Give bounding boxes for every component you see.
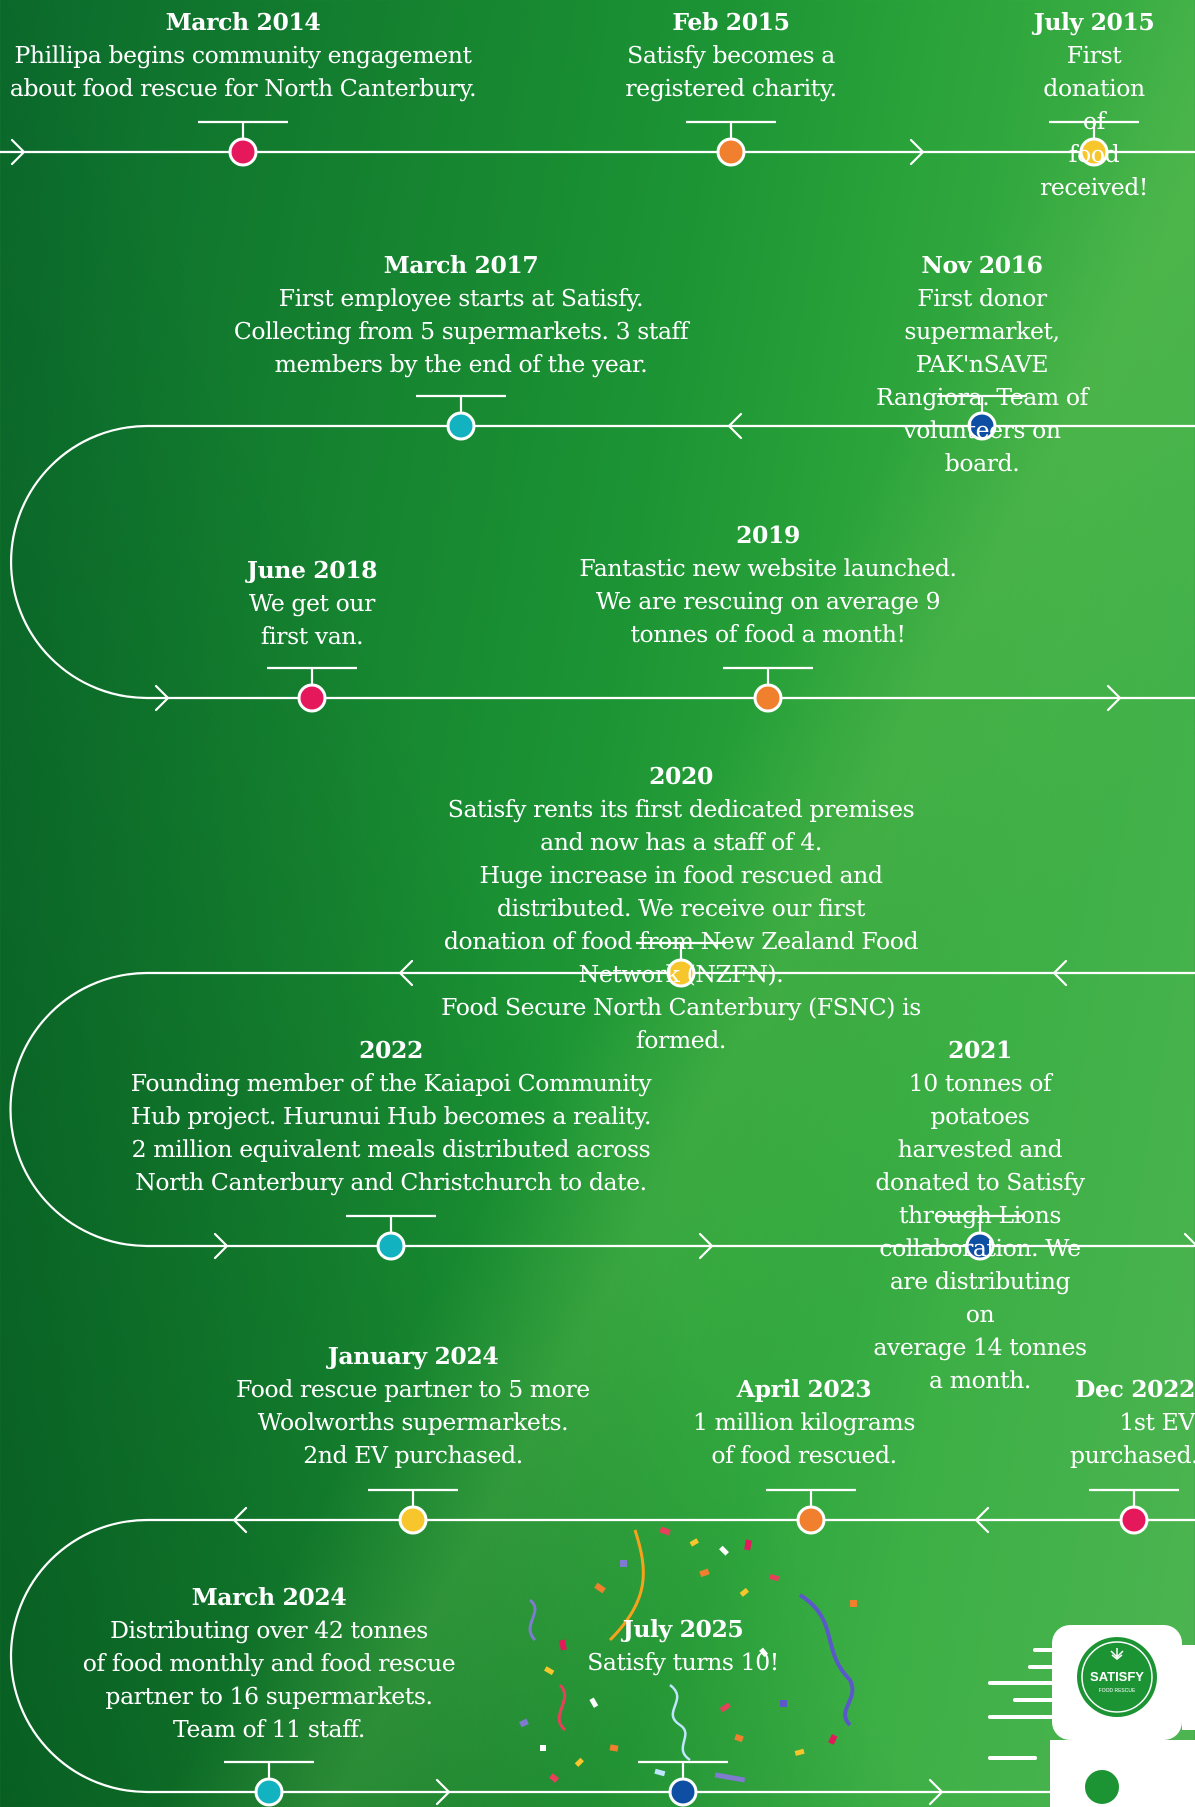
event-feb-2015: Feb 2015 Satisfy becomes a registered ch… — [625, 6, 837, 105]
event-july-2025: July 2025 Satisfy turns 10! — [587, 1613, 779, 1679]
event-2021: 2021 10 tonnes of potatoes harvested and… — [873, 1034, 1088, 1397]
event-description: Satisfy becomes a registered charity. — [625, 41, 837, 102]
event-description: Food rescue partner to 5 more Woolworths… — [236, 1375, 590, 1469]
event-july-2015: July 2015 First donation of food receive… — [1034, 6, 1155, 204]
event-january-2024: January 2024 Food rescue partner to 5 mo… — [236, 1340, 590, 1472]
event-dot — [716, 137, 746, 167]
event-dot — [965, 1231, 995, 1261]
event-marker — [937, 394, 1027, 441]
event-marker — [267, 666, 357, 713]
event-dot — [228, 137, 258, 167]
event-marker — [224, 1760, 314, 1807]
satisfy-logo — [1077, 1637, 1157, 1717]
event-marker — [766, 1488, 856, 1535]
timeline-line-row-6-7 — [9, 1518, 1195, 1794]
event-description: 10 tonnes of potatoes harvested and dona… — [873, 1069, 1087, 1394]
event-2022: 2022 Founding member of the Kaiapoi Comm… — [131, 1034, 652, 1199]
event-description: Satisfy rents its first dedicated premis… — [441, 795, 921, 1054]
event-dot — [753, 683, 783, 713]
event-marker — [416, 394, 506, 441]
event-marker — [723, 666, 813, 713]
event-description: First donor supermarket, PAK'nSAVE Rangi… — [876, 284, 1088, 477]
timeline-line-row-2-3 — [9, 424, 1195, 700]
event-date: March 2017 — [383, 251, 539, 279]
event-april-2023: April 2023 1 million kilograms of food r… — [693, 1373, 915, 1472]
event-description: First donation of food received! — [1040, 41, 1148, 201]
event-dot — [398, 1505, 428, 1535]
event-date: Feb 2015 — [672, 8, 790, 36]
event-marker — [1049, 120, 1139, 167]
logo-tagline-text: FOOD RESCUE — [1099, 1688, 1136, 1694]
event-date: January 2024 — [327, 1342, 499, 1370]
logo-brand-text: SATISFY — [1090, 1669, 1144, 1684]
confetti-decoration — [519, 1526, 857, 1783]
event-march-2017: March 2017 First employee starts at Sati… — [233, 249, 689, 381]
delivery-van-illustration: SATISFY FOOD RESCUE — [988, 1625, 1195, 1807]
event-june-2018: June 2018 We get our first van. — [246, 554, 378, 653]
event-dot — [796, 1505, 826, 1535]
speed-lines-icon — [988, 1648, 1057, 1760]
event-dot — [1119, 1505, 1149, 1535]
event-description: First employee starts at Satisfy. Collec… — [233, 284, 689, 378]
event-marker — [1089, 1488, 1179, 1535]
event-dot — [254, 1777, 284, 1807]
event-dot — [666, 958, 696, 988]
event-dot — [376, 1231, 406, 1261]
event-date: June 2018 — [246, 556, 378, 584]
event-marker — [346, 1214, 436, 1261]
event-dot — [446, 411, 476, 441]
event-marker — [935, 1214, 1025, 1261]
event-description: 1 million kilograms of food rescued. — [693, 1408, 915, 1469]
event-2019: 2019 Fantastic new website launched. We … — [579, 519, 957, 651]
event-marker — [198, 120, 288, 167]
event-date: 2020 — [649, 762, 713, 790]
event-date: March 2014 — [165, 8, 321, 36]
event-date: July 2025 — [622, 1615, 744, 1643]
event-description: Distributing over 42 tonnes of food mont… — [82, 1616, 456, 1743]
event-description: Satisfy turns 10! — [587, 1648, 779, 1676]
event-date: Dec 2022 — [1074, 1375, 1195, 1403]
event-description: Founding member of the Kaiapoi Community… — [130, 1069, 652, 1196]
event-dot — [297, 683, 327, 713]
event-description: Phillipa begins community engagement abo… — [9, 41, 477, 102]
event-nov-2016: Nov 2016 First donor supermarket, PAK'nS… — [876, 249, 1089, 480]
satisfy-leaf-icon — [1110, 1648, 1124, 1660]
event-marker — [636, 941, 726, 988]
event-date: 2022 — [359, 1036, 423, 1064]
event-march-2024: March 2024 Distributing over 42 tonnes o… — [82, 1581, 456, 1746]
event-dot — [967, 411, 997, 441]
event-date: Nov 2016 — [921, 251, 1043, 279]
van-wheel — [1079, 1764, 1125, 1807]
event-date: 2021 — [948, 1036, 1012, 1064]
timeline-line-row-4-5 — [9, 971, 1195, 1248]
event-2020: 2020 Satisfy rents its first dedicated p… — [424, 760, 938, 1057]
event-markers — [198, 120, 1179, 1807]
event-date: 2019 — [736, 521, 800, 549]
event-description: Fantastic new website launched. We are r… — [579, 554, 957, 648]
event-dot — [1079, 137, 1109, 167]
event-dec-2022: Dec 2022 1st EV purchased. — [1070, 1373, 1195, 1472]
event-march-2014: March 2014 Phillipa begins community eng… — [9, 6, 477, 105]
event-description: 1st EV purchased. — [1070, 1408, 1195, 1469]
event-description: We get our first van. — [248, 589, 375, 650]
event-date: July 2015 — [1033, 8, 1155, 36]
event-date: April 2023 — [736, 1375, 872, 1403]
event-date: March 2024 — [191, 1583, 347, 1611]
event-dot — [668, 1777, 698, 1807]
event-marker — [368, 1488, 458, 1535]
event-marker — [638, 1760, 728, 1807]
direction-arrows — [10, 138, 1195, 1806]
event-marker — [686, 120, 776, 167]
